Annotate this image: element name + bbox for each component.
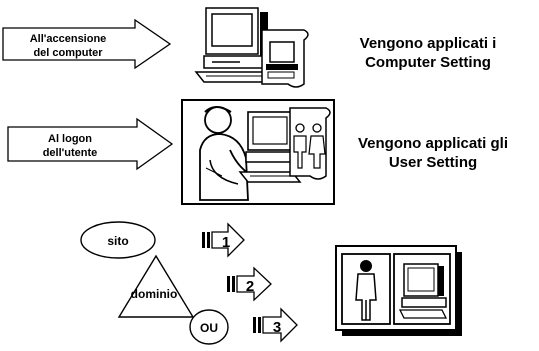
boot-arrow: All'accensione del computer bbox=[2, 18, 172, 70]
step-3-number: 3 bbox=[273, 319, 281, 336]
boot-caption-line2: Computer Setting bbox=[365, 54, 491, 71]
logon-arrow: Al logon dell'utente bbox=[7, 117, 174, 171]
logon-caption-line1: Vengono applicati gli bbox=[358, 135, 508, 152]
site-label: sito bbox=[107, 234, 128, 248]
ou-node: OU bbox=[189, 309, 229, 345]
logon-arrow-line1: Al logon bbox=[48, 133, 92, 145]
step-arrow-1: 1 bbox=[202, 222, 245, 258]
site-node: sito bbox=[80, 221, 156, 259]
step-arrow-3: 3 bbox=[253, 307, 298, 343]
boot-caption-line1: Vengono applicati i bbox=[360, 35, 497, 52]
boot-arrow-line2: del computer bbox=[33, 47, 103, 59]
step-arrow-2: 2 bbox=[227, 266, 272, 302]
computer-icon bbox=[194, 7, 309, 88]
boot-arrow-line1: All'accensione bbox=[30, 33, 107, 45]
ou-label: OU bbox=[200, 321, 218, 335]
domain-label: dominio bbox=[131, 287, 178, 301]
step-2-number: 2 bbox=[246, 278, 254, 295]
user-at-workstation-icon bbox=[181, 99, 335, 205]
domain-node: dominio bbox=[117, 254, 195, 318]
user-and-computer-icon bbox=[335, 245, 462, 336]
logon-caption-line2: User Setting bbox=[389, 154, 477, 171]
logon-arrow-line2: dell'utente bbox=[43, 147, 98, 159]
step-1-number: 1 bbox=[222, 234, 230, 251]
